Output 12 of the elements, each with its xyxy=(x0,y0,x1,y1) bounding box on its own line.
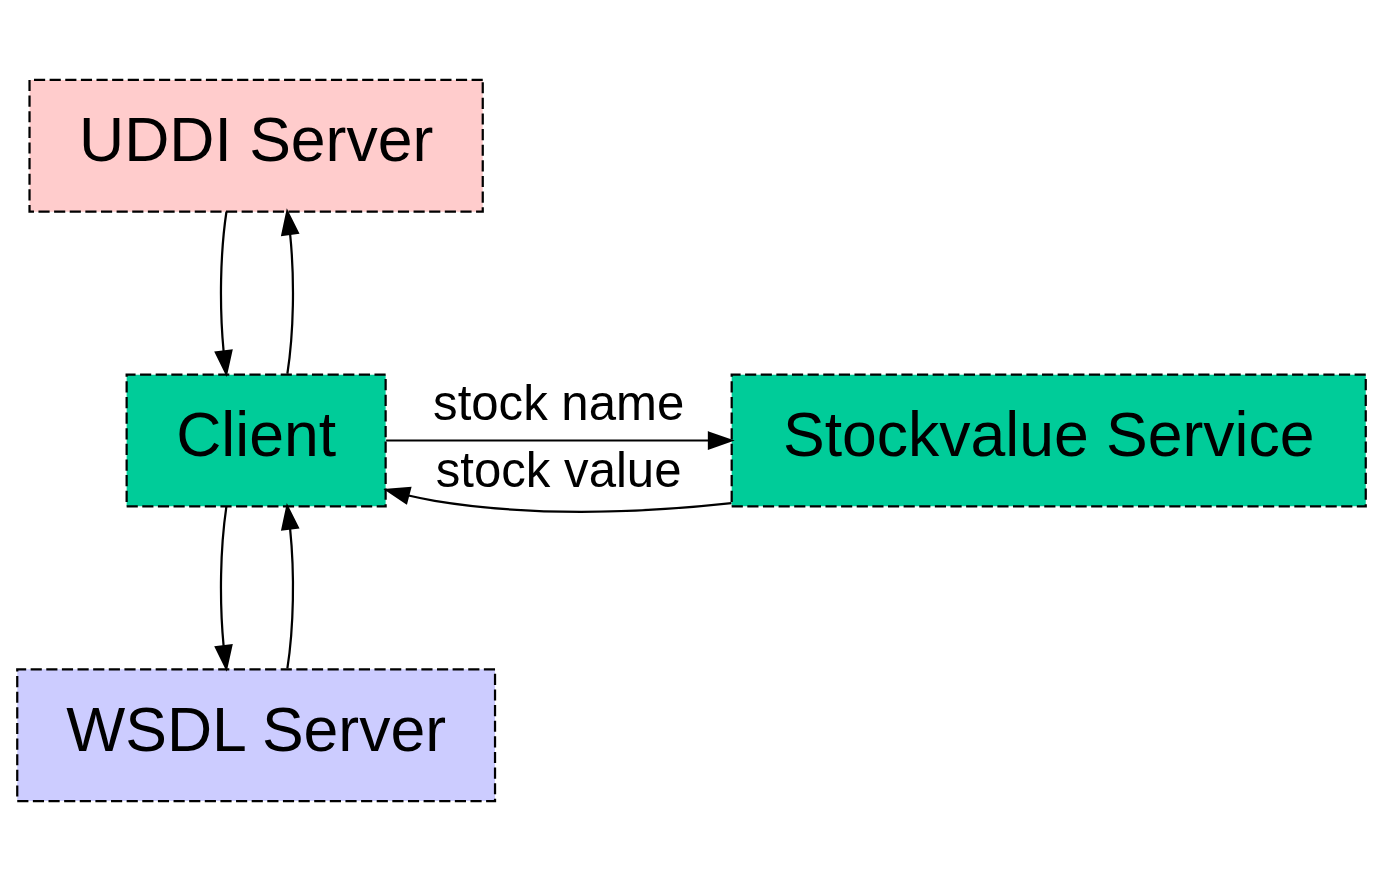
arrow xyxy=(280,207,300,374)
arrow xyxy=(214,505,233,672)
arrow xyxy=(383,486,732,513)
edge-label: stock value xyxy=(435,441,682,496)
arrow xyxy=(214,211,233,377)
node-box: Client xyxy=(125,373,387,507)
node-box: Stockvalue Service xyxy=(730,373,1367,507)
node-box: UDDI Server xyxy=(28,78,484,213)
edge-label: stock name xyxy=(433,375,685,430)
arrow xyxy=(280,502,300,669)
node-box: WSDL Server xyxy=(16,667,497,802)
arrow xyxy=(386,430,735,450)
